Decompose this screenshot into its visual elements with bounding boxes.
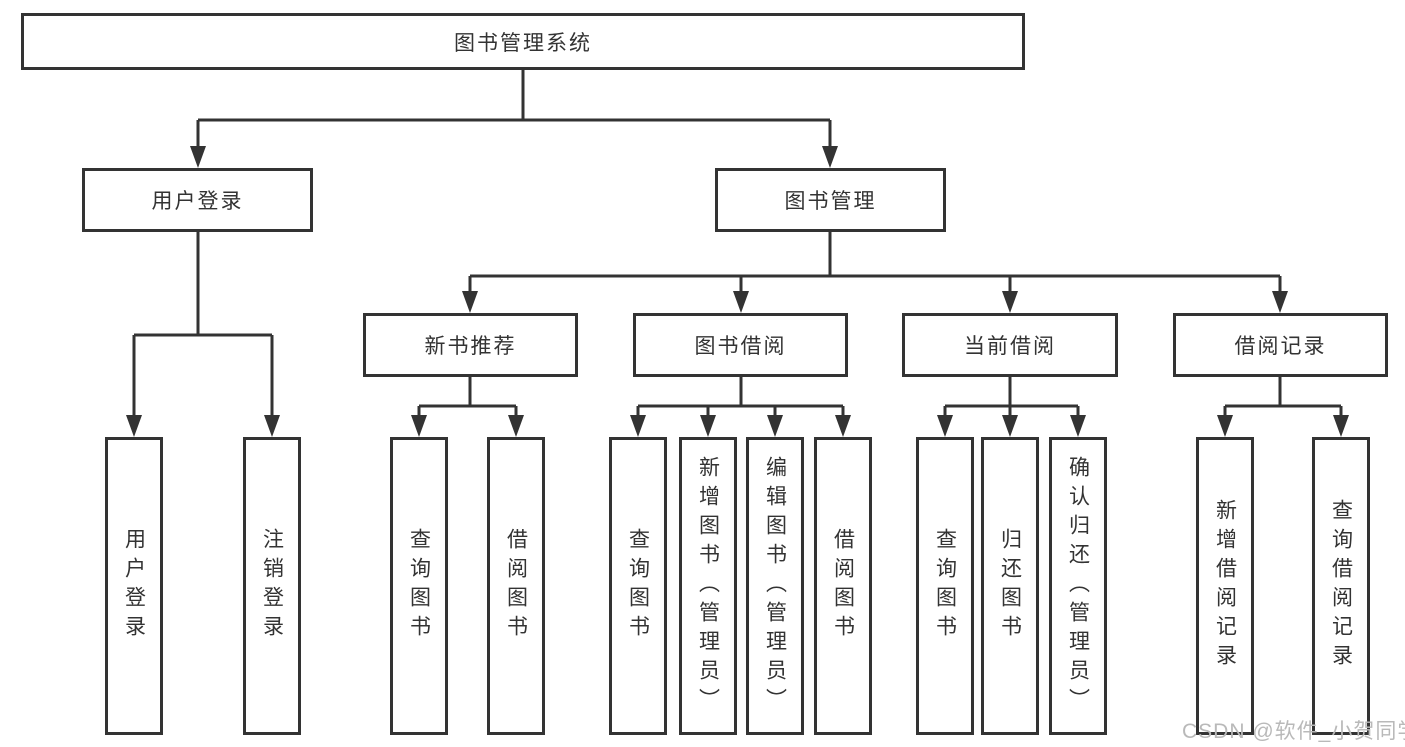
node-borrow-records-label: 借阅记录 — [1234, 335, 1327, 358]
leaf-user-login: 用户登录 — [105, 437, 163, 735]
leaf-add-book-admin: 新增图书（管理员） — [679, 437, 737, 735]
node-current-borrow: 当前借阅 — [902, 313, 1118, 377]
leaf-return-book: 归还图书 — [981, 437, 1039, 735]
leaf-query-borrow-record: 查询借阅记录 — [1312, 437, 1370, 735]
leaf-borrow-books: 借阅图书 — [814, 437, 872, 735]
csdn-watermark: CSDN @软件_小贺同学 — [1182, 720, 1405, 743]
leaf-logout: 注销登录 — [243, 437, 301, 735]
node-book-management: 图书管理 — [715, 168, 946, 232]
node-book-borrow: 图书借阅 — [633, 313, 848, 377]
leaf-query-books-recommend: 查询图书 — [390, 437, 448, 735]
node-book-borrow-label: 图书借阅 — [694, 335, 787, 358]
node-root: 图书管理系统 — [21, 13, 1025, 70]
leaf-confirm-return-admin: 确认归还（管理员） — [1049, 437, 1107, 735]
node-new-book-recommend-label: 新书推荐 — [424, 335, 517, 358]
leaf-query-books-current: 查询图书 — [916, 437, 974, 735]
leaf-add-borrow-record: 新增借阅记录 — [1196, 437, 1254, 735]
node-book-management-label: 图书管理 — [784, 190, 877, 213]
leaf-borrow-books-recommend: 借阅图书 — [487, 437, 545, 735]
leaf-query-books-borrow: 查询图书 — [609, 437, 667, 735]
node-user-login: 用户登录 — [82, 168, 313, 232]
node-current-borrow-label: 当前借阅 — [964, 335, 1056, 358]
node-new-book-recommend: 新书推荐 — [363, 313, 578, 377]
node-borrow-records: 借阅记录 — [1173, 313, 1388, 377]
node-root-label: 图书管理系统 — [454, 31, 592, 55]
leaf-edit-book-admin: 编辑图书（管理员） — [746, 437, 804, 735]
node-user-login-label: 用户登录 — [151, 190, 244, 213]
